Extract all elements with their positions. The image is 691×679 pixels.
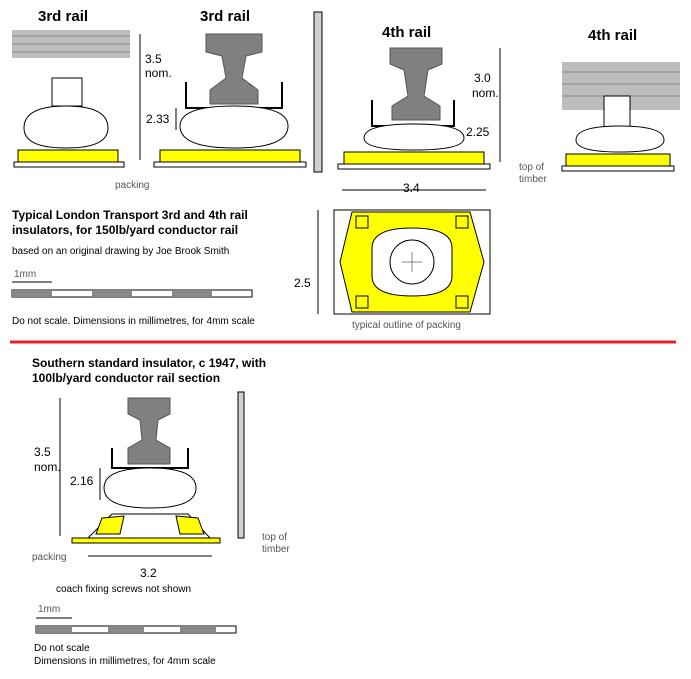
scale-bar-segment bbox=[180, 626, 216, 633]
lt-note: Do not scale. Dimensions in millimetres,… bbox=[12, 316, 255, 327]
lt-caption-line2: insulators, for 150lb/yard conductor rai… bbox=[12, 223, 238, 237]
packing-piece bbox=[159, 149, 301, 163]
rail-clip bbox=[51, 77, 83, 107]
label-packing: packing bbox=[115, 180, 149, 191]
southern-packing: packing bbox=[32, 552, 66, 563]
southern-top-of: top of bbox=[262, 532, 287, 543]
screw-boss bbox=[455, 215, 469, 229]
southern-coach-note: coach fixing screws not shown bbox=[56, 584, 191, 595]
label-third-rail-2: 3rd rail bbox=[200, 8, 250, 25]
insulator-pot bbox=[575, 125, 665, 153]
scale-bar-segment bbox=[92, 290, 132, 297]
packing-piece bbox=[95, 515, 125, 535]
side-elevation-strip bbox=[237, 391, 245, 539]
conductor-rail bbox=[389, 47, 443, 121]
dim-2-5: 2.5 bbox=[294, 276, 311, 290]
fig-fourth-rail-section bbox=[337, 47, 501, 191]
packing-piece bbox=[565, 153, 671, 167]
dim-3-4: 3.4 bbox=[403, 181, 420, 195]
scale-bar-segment bbox=[36, 626, 72, 633]
packing-piece bbox=[343, 151, 485, 165]
dim-3-0: 3.0 bbox=[474, 71, 491, 85]
southern-note1: Do not scale bbox=[34, 643, 90, 654]
scale-bar-segment bbox=[172, 290, 212, 297]
fig-fourth-rail-end bbox=[561, 62, 680, 172]
label-third-rail-1: 3rd rail bbox=[38, 8, 88, 25]
insulator-pot bbox=[103, 467, 197, 509]
timber-base bbox=[13, 161, 125, 168]
southern-dim-nom: nom. bbox=[34, 460, 61, 474]
label-timber: timber bbox=[519, 174, 547, 185]
scale-bar-top bbox=[11, 281, 253, 298]
packing-base bbox=[71, 537, 221, 544]
rail-clip bbox=[603, 95, 631, 129]
screw-boss bbox=[355, 295, 369, 309]
timber-base bbox=[337, 163, 491, 170]
dim-nom-2: nom. bbox=[472, 86, 499, 100]
label-typical-outline: typical outline of packing bbox=[352, 320, 461, 331]
fig-southern-section bbox=[59, 391, 245, 557]
label-fourth-rail-1: 4th rail bbox=[382, 24, 431, 41]
conductor-rail bbox=[127, 397, 171, 465]
label-top-of: top of bbox=[519, 162, 544, 173]
southern-dim-2-16: 2.16 bbox=[70, 474, 94, 488]
side-elevation-strip bbox=[313, 11, 323, 173]
scale-bar-bottom bbox=[35, 617, 237, 634]
insulator-pot bbox=[363, 123, 465, 151]
southern-timber: timber bbox=[262, 544, 290, 555]
lt-caption-line1: Typical London Transport 3rd and 4th rai… bbox=[12, 208, 248, 222]
fig-packing-plan bbox=[317, 209, 491, 315]
screw-boss bbox=[455, 295, 469, 309]
label-fourth-rail-2: 4th rail bbox=[588, 27, 637, 44]
fig-third-rail-end bbox=[12, 30, 130, 168]
screw-boss bbox=[355, 215, 369, 229]
conductor-rail bbox=[205, 33, 263, 105]
dim-2-33: 2.33 bbox=[146, 112, 170, 126]
scale-bar-segment bbox=[12, 290, 52, 297]
fig-third-rail-section bbox=[139, 33, 307, 168]
scale-label-top: 1mm bbox=[14, 269, 36, 280]
dim-nom: nom. bbox=[145, 66, 172, 80]
southern-note2: Dimensions in millimetres, for 4mm scale bbox=[34, 656, 216, 667]
southern-caption-line1: Southern standard insulator, c 1947, wit… bbox=[32, 356, 266, 370]
timber-base bbox=[561, 165, 675, 172]
southern-caption-line2: 100lb/yard conductor rail section bbox=[32, 371, 220, 385]
packing-piece bbox=[17, 149, 119, 163]
insulator-pot bbox=[179, 105, 289, 149]
scale-bar-segment bbox=[108, 626, 144, 633]
lt-credit: based on an original drawing by Joe Broo… bbox=[12, 246, 229, 257]
scale-label-bottom: 1mm bbox=[38, 604, 60, 615]
timber-base bbox=[153, 161, 307, 168]
southern-dim-3-2: 3.2 bbox=[140, 566, 157, 580]
dim-3-5: 3.5 bbox=[145, 52, 162, 66]
insulator-pot bbox=[23, 105, 109, 149]
packing-piece bbox=[175, 515, 205, 535]
dim-2-25: 2.25 bbox=[466, 125, 490, 139]
southern-dim-3-5: 3.5 bbox=[34, 445, 51, 459]
